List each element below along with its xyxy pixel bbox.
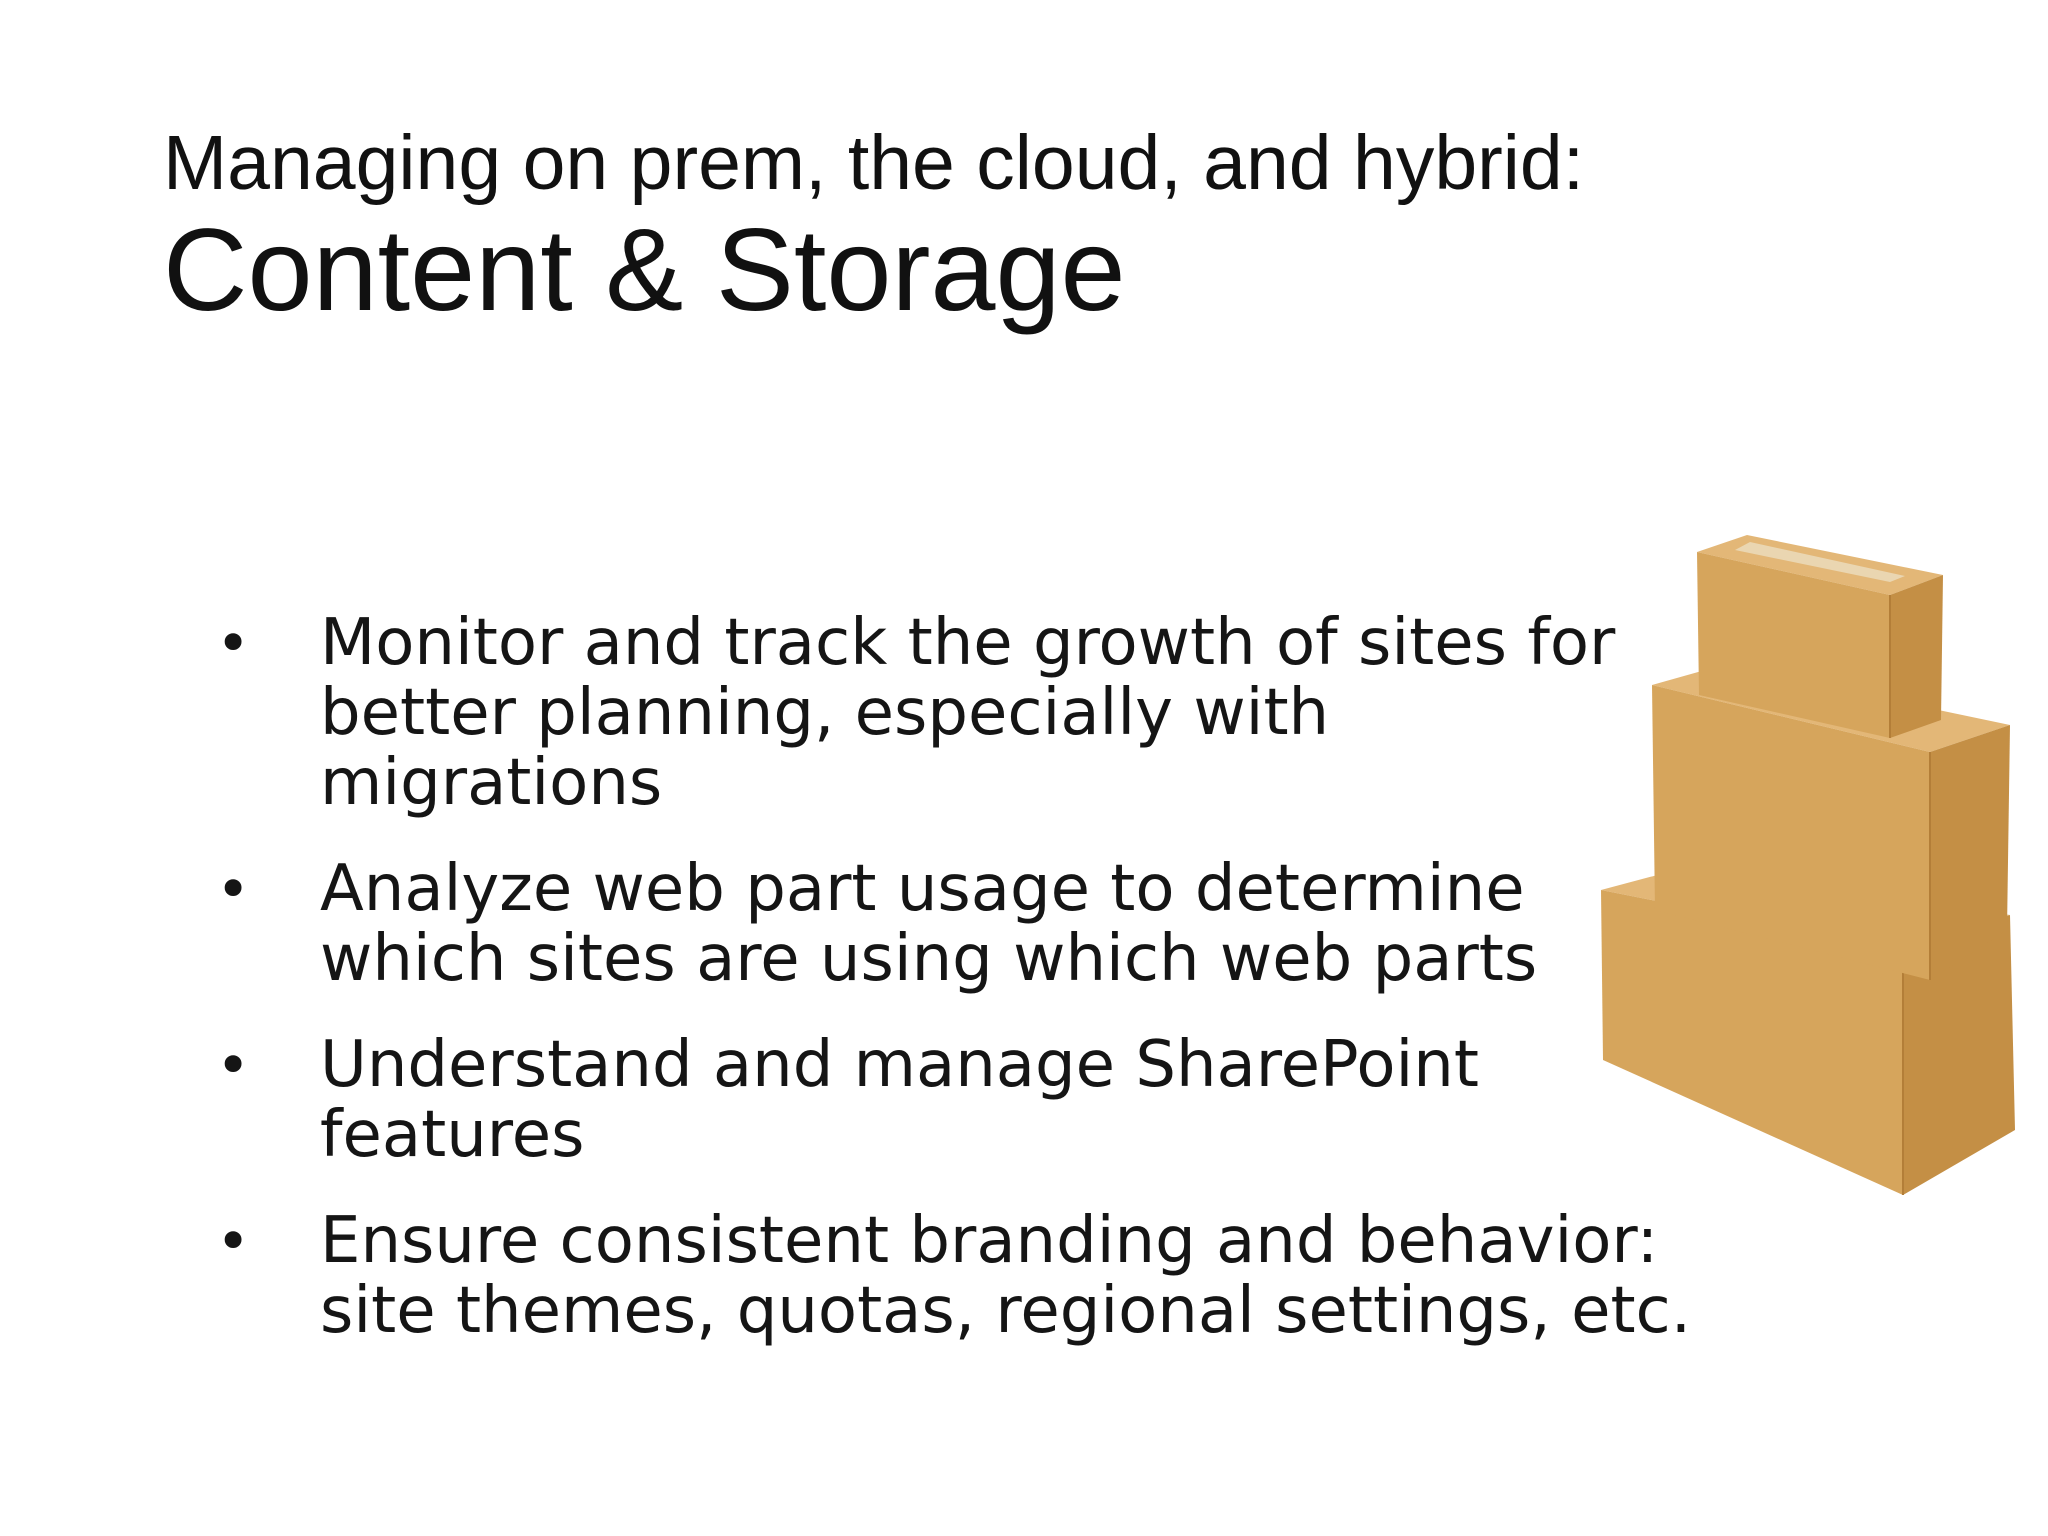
bullet-text: Analyze web part usage to determine whic… — [320, 852, 1538, 996]
bullet-icon: • — [216, 1031, 251, 1099]
slide-title: Content & Storage — [163, 204, 1126, 335]
bullet-text: Monitor and track the growth of sites fo… — [320, 606, 1616, 820]
bullet-text: Ensure consistent branding and behavior:… — [320, 1204, 1692, 1348]
stacked-boxes-icon — [1601, 535, 2015, 1195]
top-box — [1697, 535, 1943, 738]
bullet-item: • Analyze web part usage to determine wh… — [212, 854, 1640, 994]
bullet-text: Understand and manage SharePoint feature… — [320, 1028, 1479, 1172]
slide-subtitle: Managing on prem, the cloud, and hybrid: — [163, 120, 1585, 206]
bullet-list: • Monitor and track the growth of sites … — [212, 608, 1691, 1382]
bullet-icon: • — [216, 855, 251, 923]
bullet-icon: • — [216, 609, 251, 677]
bullet-item: • Understand and manage SharePoint featu… — [212, 1030, 1620, 1170]
title-block: Managing on prem, the cloud, and hybrid:… — [163, 118, 1763, 332]
bullet-item: • Monitor and track the growth of sites … — [212, 608, 1620, 818]
bullet-icon: • — [216, 1207, 251, 1275]
bullet-item: • Ensure consistent branding and behavio… — [212, 1206, 1740, 1346]
